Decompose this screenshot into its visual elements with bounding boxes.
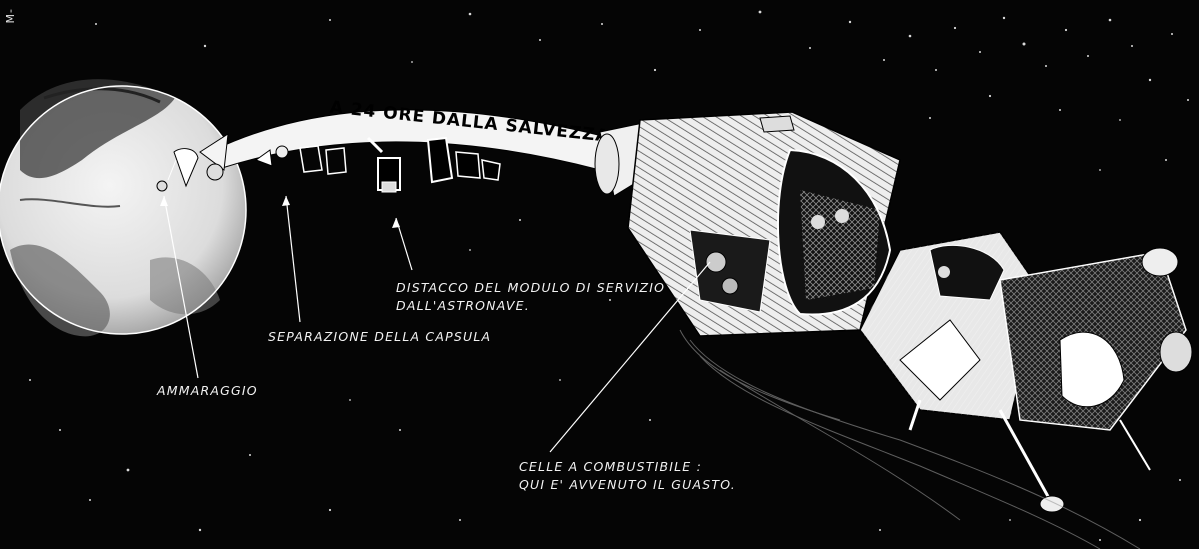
earth [0, 79, 247, 337]
debris-wake [679, 329, 1141, 549]
command-service-module [594, 111, 901, 337]
label-fuel-cells-line2: QUI E' AVVENUTO IL GUASTO. [519, 477, 736, 492]
label-splashdown: AMMARAGGIO [157, 383, 258, 398]
lunar-module [859, 231, 1193, 513]
label-service-module-detach: DISTACCO DEL MODULO DI SERVIZIO DALL'AST… [396, 279, 665, 315]
leader-arrowheads [160, 196, 400, 228]
sequence-objects [156, 136, 501, 193]
label-service-module-detach-line1: DISTACCO DEL MODULO DI SERVIZIO [396, 280, 666, 295]
leader-lines [163, 195, 711, 453]
label-fuel-cells-line1: CELLE A COMBUSTIBILE : [519, 459, 702, 474]
starfield [29, 10, 1189, 541]
artist-mark: M- [4, 8, 17, 24]
label-fuel-cells: CELLE A COMBUSTIBILE : QUI E' AVVENUTO I… [519, 458, 736, 494]
label-capsule-separation: SEPARAZIONE DELLA CAPSULA [268, 329, 492, 344]
label-service-module-detach-line2: DALL'ASTRONAVE. [396, 298, 530, 313]
